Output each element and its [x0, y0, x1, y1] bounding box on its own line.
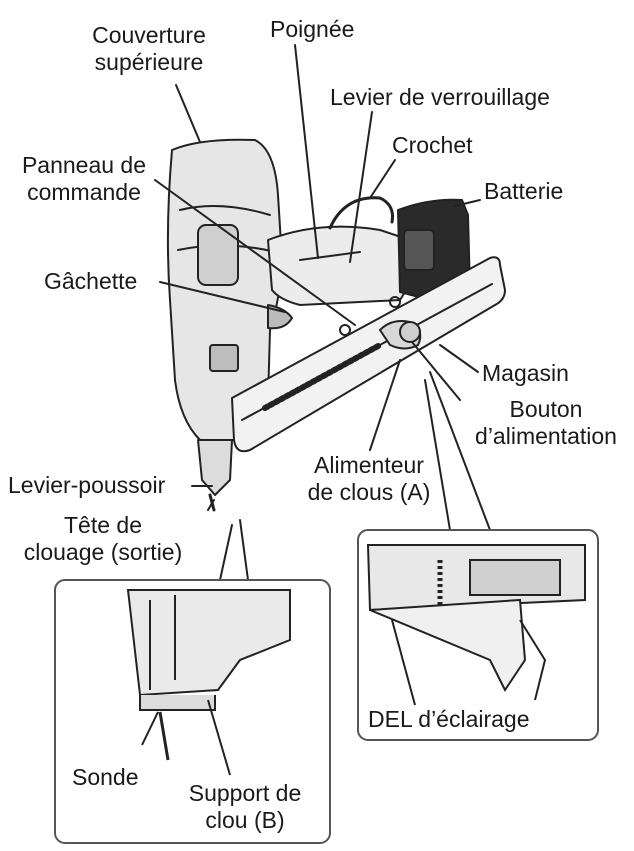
- label-support-line2: clou (B): [170, 807, 320, 834]
- label-bouton-line2: d’alimentation: [460, 423, 632, 450]
- label-sonde: Sonde: [72, 764, 139, 791]
- label-couverture-superieure: Couverture supérieure: [74, 22, 224, 76]
- hook-shape: [330, 198, 393, 228]
- label-couverture-line1: Couverture: [74, 22, 224, 49]
- label-poignee: Poignée: [270, 16, 354, 43]
- label-bouton-line1: Bouton: [460, 396, 632, 423]
- handle-shape: [268, 227, 413, 305]
- label-alimenteur-line1: Alimenteur: [290, 452, 448, 479]
- pointer-couverture: [176, 85, 200, 142]
- label-batterie: Batterie: [484, 178, 563, 205]
- label-tete-de-clouage: Tête de clouage (sortie): [8, 512, 198, 566]
- pointer-bouton: [412, 342, 460, 400]
- label-crochet: Crochet: [392, 132, 473, 159]
- label-tete-line2: clouage (sortie): [8, 539, 198, 566]
- label-panneau-line1: Panneau de: [4, 152, 164, 179]
- pointer-magasin: [440, 345, 478, 372]
- label-magasin: Magasin: [482, 360, 569, 387]
- label-couverture-line2: supérieure: [74, 49, 224, 76]
- pointer-crochet: [370, 160, 395, 198]
- label-alimenteur-de-clous: Alimenteur de clous (A): [290, 452, 448, 506]
- label-tete-line1: Tête de: [8, 512, 198, 539]
- label-panneau-line2: commande: [4, 179, 164, 206]
- label-levier-verrouillage: Levier de verrouillage: [330, 84, 550, 111]
- callout-sonde-right: [240, 520, 248, 580]
- label-support-line1: Support de: [170, 780, 320, 807]
- label-bouton-alimentation: Bouton d’alimentation: [460, 396, 632, 450]
- callout-sonde-left: [220, 525, 232, 580]
- label-support-de-clou: Support de clou (B): [170, 780, 320, 834]
- label-gachette: Gâchette: [44, 268, 137, 295]
- pointer-poignee: [295, 45, 318, 258]
- label-del-eclairage: DEL d’éclairage: [368, 706, 530, 733]
- label-alimenteur-line2: de clous (A): [290, 479, 448, 506]
- label-panneau-de-commande: Panneau de commande: [4, 152, 164, 206]
- label-levier-poussoir: Levier-poussoir: [8, 472, 165, 499]
